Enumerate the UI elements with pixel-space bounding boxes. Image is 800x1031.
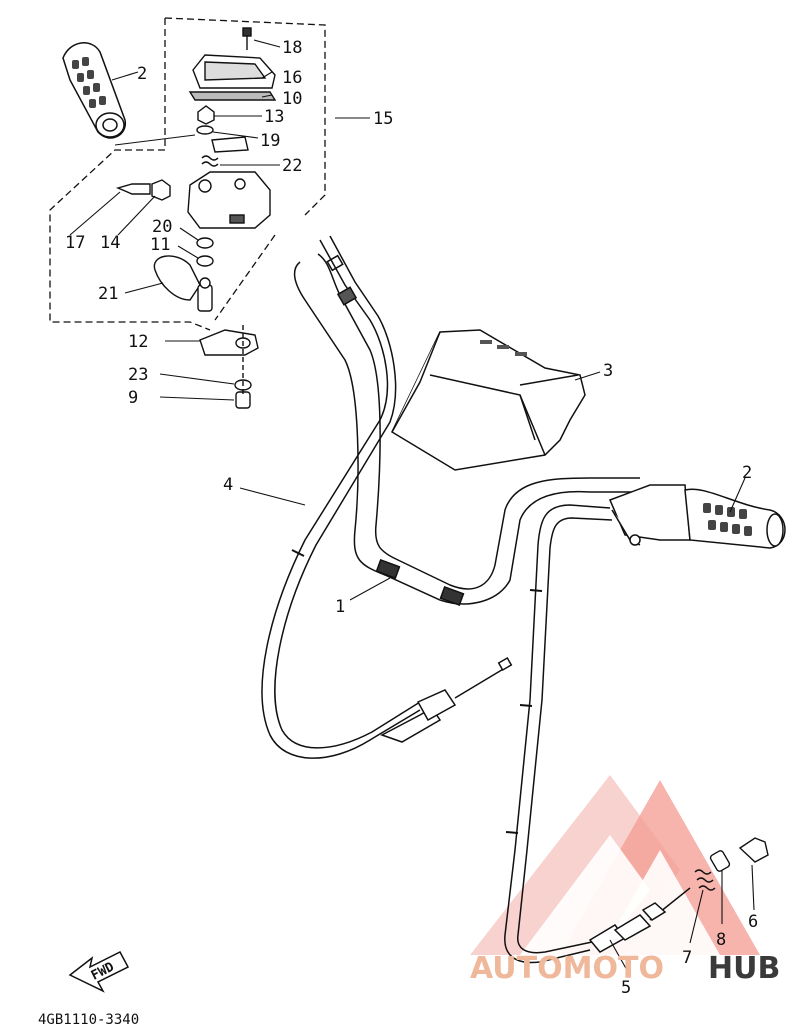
callout-labels: 2 18 16 10 13 19 22 15 17 14 20 11 21 12…	[65, 38, 758, 998]
callout-2-right: 2	[742, 463, 752, 483]
callout-6: 6	[748, 912, 758, 932]
callout-5: 5	[621, 978, 631, 998]
callout-1: 1	[335, 597, 345, 617]
callout-10: 16	[282, 68, 302, 88]
leader-lines	[69, 39, 755, 973]
watermark-logo	[470, 775, 760, 955]
callout-13: 17	[65, 233, 85, 253]
callout-8: 8	[716, 930, 726, 950]
callout-11: 21	[98, 284, 118, 304]
watermark-text: AUTOMOTO HUB	[470, 951, 780, 986]
callout-20: 19	[260, 131, 280, 151]
callout-16: 20	[152, 217, 172, 237]
handlebar-cover	[391, 329, 586, 471]
cable-4	[261, 235, 513, 759]
right-grip	[609, 484, 786, 549]
handlebar	[293, 253, 640, 607]
left-grip	[62, 42, 196, 146]
watermark-text-automoto: AUTOMOTO	[470, 951, 664, 986]
assembly-box	[49, 17, 326, 331]
small-parts	[694, 837, 769, 891]
cable-5	[504, 504, 691, 964]
callout-21: 12	[128, 332, 148, 352]
callout-18: 10	[282, 89, 302, 109]
switch-assembly	[115, 27, 277, 409]
watermark-text-hub: HUB	[708, 951, 780, 986]
callout-15: 14	[100, 233, 120, 253]
callout-12: 18	[282, 38, 302, 58]
callout-3: 3	[603, 361, 613, 381]
callout-7: 7	[682, 948, 692, 968]
callout-2-left: 2	[137, 64, 147, 84]
callout-22: 9	[128, 388, 138, 408]
callout-4: 4	[223, 475, 233, 495]
callout-19: 11	[150, 235, 170, 255]
part-code: 4GB1110-3340	[38, 1012, 139, 1028]
callout-9: 15	[373, 109, 393, 129]
callout-17: 22	[282, 156, 302, 176]
callout-14: 13	[264, 107, 284, 127]
callout-23: 23	[128, 365, 148, 385]
fwd-arrow: FWD	[68, 951, 130, 993]
